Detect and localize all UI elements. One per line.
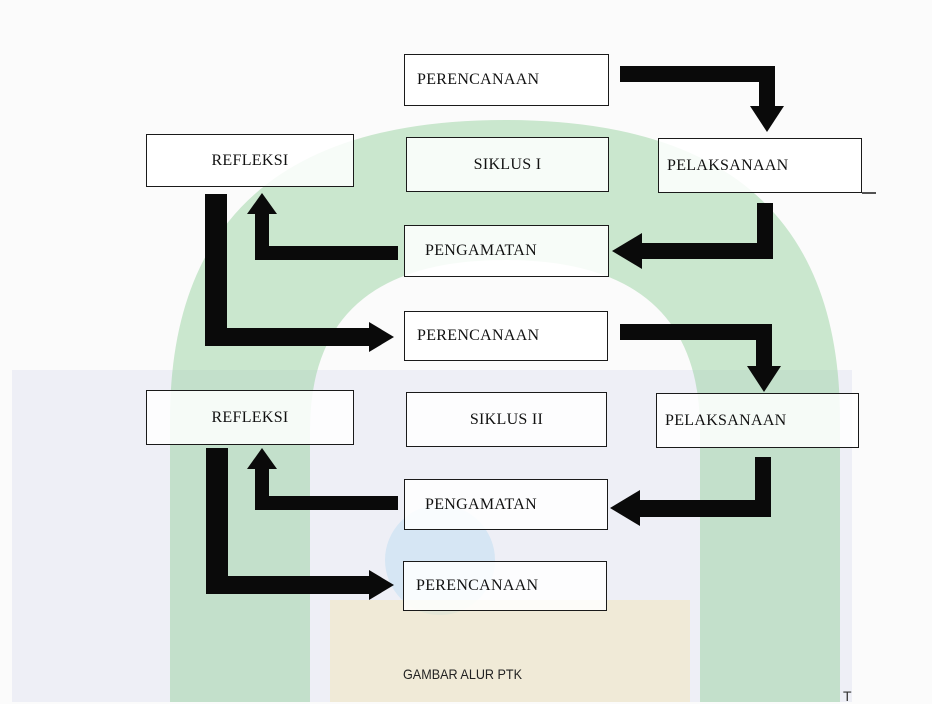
arrow-perencanaan1-to-pelaksanaan1 xyxy=(620,66,784,132)
arrow-refleksi1-to-perencanaan2 xyxy=(205,194,394,352)
arrow-pelaksanaan2-to-pengamatan2 xyxy=(610,457,771,526)
arrow-pengamatan2-to-refleksi2 xyxy=(247,448,398,510)
watermark-base xyxy=(330,600,690,702)
diagram-caption: GAMBAR ALUR PTK xyxy=(403,666,523,682)
node-refleksi-2: REFLEKSI xyxy=(146,390,354,445)
node-pengamatan-1: PENGAMATAN xyxy=(404,225,609,277)
node-perencanaan-1: PERENCANAAN xyxy=(404,54,609,106)
arrow-pelaksanaan1-to-pengamatan1 xyxy=(612,203,773,269)
node-refleksi-1: REFLEKSI xyxy=(146,134,354,187)
node-pelaksanaan-1: PELAKSANAAN xyxy=(658,138,862,193)
arrow-refleksi2-to-perencanaan3 xyxy=(206,448,394,600)
node-siklus-1: SIKLUS I xyxy=(406,137,609,192)
stray-mark: T xyxy=(843,688,852,704)
arrow-perencanaan2-to-pelaksanaan2 xyxy=(620,324,781,392)
node-perencanaan-3: PERENCANAAN xyxy=(403,561,607,611)
node-pelaksanaan-2: PELAKSANAAN xyxy=(656,393,859,448)
arrow-pengamatan1-to-refleksi1 xyxy=(247,193,398,260)
watermark-arch xyxy=(170,120,840,702)
node-pengamatan-2: PENGAMATAN xyxy=(404,479,608,530)
node-siklus-2: SIKLUS II xyxy=(406,392,607,447)
node-perencanaan-2: PERENCANAAN xyxy=(404,311,608,361)
